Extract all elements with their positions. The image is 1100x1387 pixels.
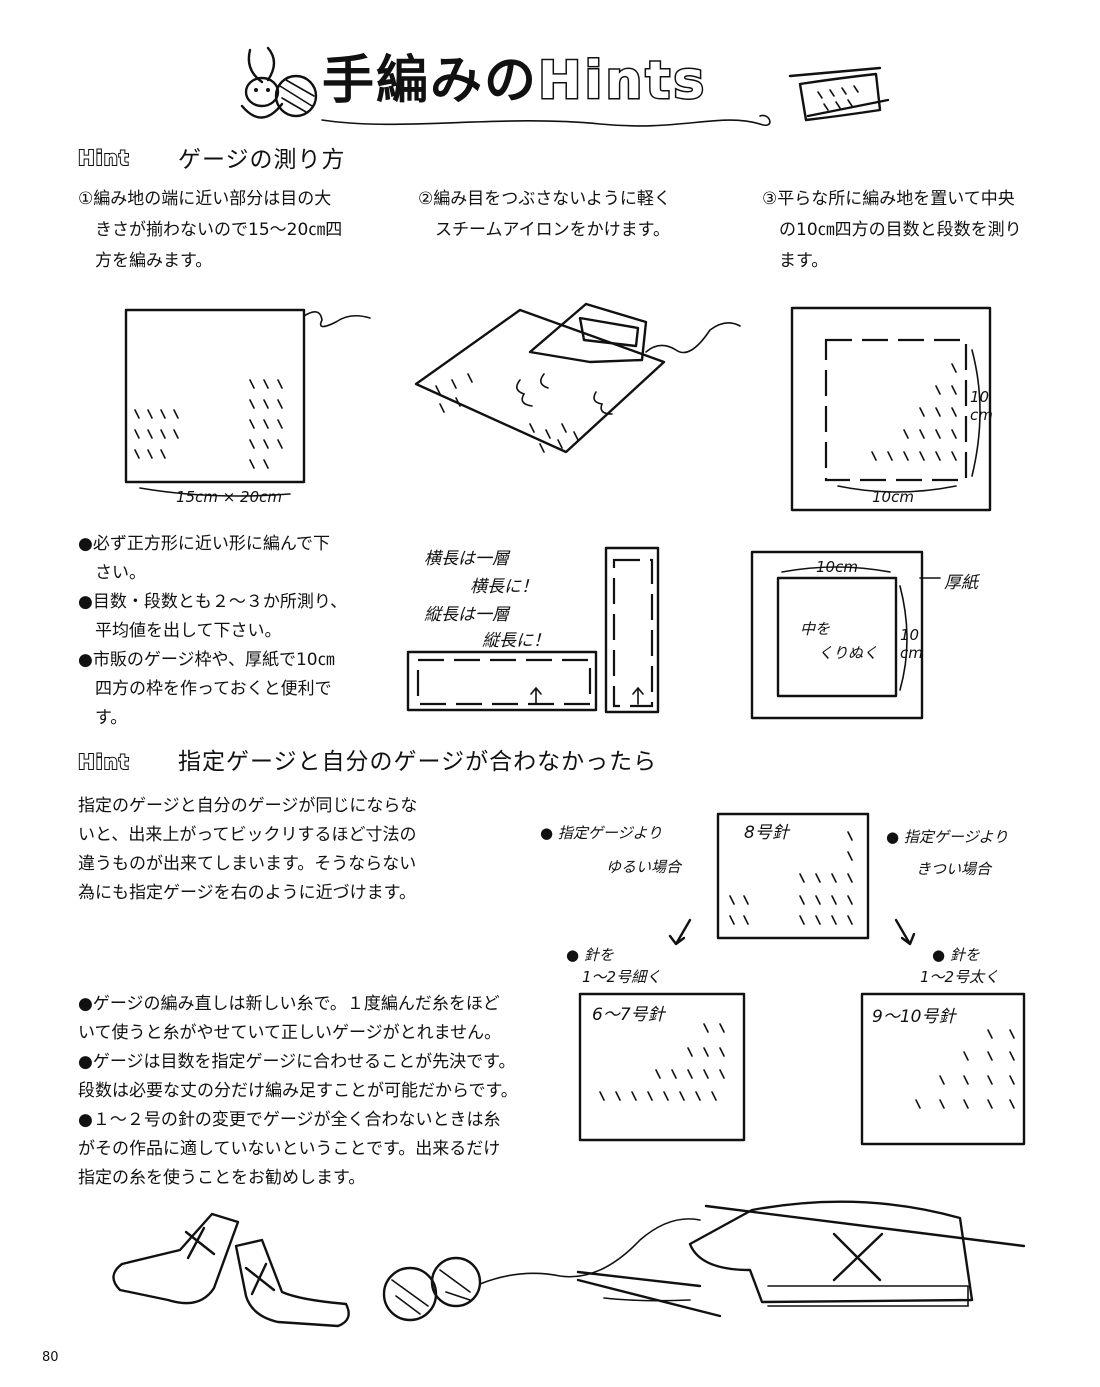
step-2: ②編み目をつぶさないように軽く スチームアイロンをかけます。 — [418, 189, 671, 240]
list-item: す。 — [78, 708, 128, 728]
right-needle-label: 9～10号針 — [872, 1007, 956, 1027]
list-item: 指定の糸を使うことをお勧めします。 — [78, 1168, 366, 1188]
yarn-ball-icon — [274, 74, 318, 118]
page-title: 手編みのHints — [322, 38, 707, 113]
intro-paragraph: 指定のゲージと自分のゲージが同じにならな いと、出来上がってビックリするほど寸法… — [78, 796, 418, 903]
list-item: さい。 — [78, 563, 146, 583]
loose-label-2: ゆるい場合 — [606, 858, 682, 876]
bunny-mascot-icon — [240, 46, 284, 119]
hint-tag: Hint — [77, 749, 130, 775]
thinner-label-2: 1～2号細く — [582, 968, 662, 986]
knitting-swatch-icon — [788, 66, 890, 122]
knitting-sweater-illustration — [576, 1200, 1026, 1318]
tight-label-2: きつい場合 — [916, 860, 992, 878]
loose-label-1: ● 指定ゲージより — [540, 824, 663, 842]
title-english: Hints — [537, 50, 708, 113]
thicker-label-1: ● 針を — [932, 946, 980, 964]
note-tall-2: 縦長に！ — [482, 631, 550, 651]
measure-height-label: 10 cm — [970, 388, 993, 424]
list-item: ●目数・段数とも２～３か所測り、 — [78, 592, 348, 612]
swatch-illustration — [124, 308, 371, 497]
steam-iron-illustration — [414, 302, 741, 454]
stretch-swatches-illustration — [406, 546, 660, 714]
list-item: がその作品に適していないということです。出来るだけ — [78, 1139, 501, 1159]
step-1: ①編み地の端に近い部分は目の大 きさが揃わないので15～20㎝四 方を編みます。 — [78, 189, 343, 271]
frame-width-label: 10cm — [816, 558, 858, 576]
note-tall-1: 縦長は一層 — [424, 605, 509, 625]
step-3: ③平らな所に編み地を置いて中央 の10㎝四方の目数と段数を測り ます。 — [762, 189, 1022, 271]
notes-list: ●ゲージの編み直しは新しい糸で。１度編んだ糸をほど いて使うと糸がやせていて正し… — [78, 990, 568, 1193]
list-item: 四方の枠を作っておくと便利で — [78, 679, 332, 699]
list-item: いて使うと糸がやせていて正しいゲージがとれません。 — [78, 1023, 502, 1043]
note-wide-2: 横長に！ — [470, 577, 538, 597]
list-item: 平均値を出して下さい。 — [78, 621, 282, 641]
tips-list: ●必ず正方形に近い形に編んで下 さい。 ●目数・段数とも２～３か所測り、 平均値… — [78, 530, 378, 733]
center-needle-label: 8号針 — [744, 823, 789, 843]
cut-out-label-1: 中を — [800, 620, 831, 638]
list-item: ●市販のゲージ枠や、厚紙で10㎝ — [78, 650, 335, 670]
note-wide-1: 横長は一層 — [424, 549, 509, 569]
arrow-left-icon — [668, 918, 692, 946]
thicker-label-2: 1～2号太く — [920, 968, 1000, 986]
thinner-label-1: ● 針を — [566, 946, 614, 964]
section-heading: ゲージの測り方 — [178, 147, 346, 173]
swatch-size-label: 15cm × 20cm — [176, 488, 282, 506]
list-item: ●ゲージの編み直しは新しい糸で。１度編んだ糸をほど — [78, 994, 500, 1014]
tight-label-1: ● 指定ゲージより — [886, 828, 1009, 846]
hint-tag: Hint — [77, 145, 130, 171]
list-item: ●必ず正方形に近い形に編んで下 — [78, 534, 330, 554]
title-underline — [321, 114, 771, 127]
measure-illustration — [790, 306, 992, 512]
list-item: 段数は必要な丈の分だけ編み足すことが可能だからです。 — [78, 1081, 518, 1101]
arrow-right-icon — [894, 918, 916, 946]
section-heading: 指定ゲージと自分のゲージが合わなかったら — [178, 749, 658, 775]
cardboard-label: 厚紙 — [944, 573, 978, 593]
page-number: 80 — [42, 1350, 59, 1365]
list-item: ●１～２号の針の変更でゲージが全く合わないときは糸 — [78, 1110, 501, 1130]
cut-out-label-2: くりぬく — [818, 644, 879, 662]
yarn-balls-illustration — [382, 1218, 701, 1322]
socks-illustration — [112, 1212, 350, 1328]
title-japanese: 手編みの — [322, 51, 539, 111]
gauge-adjust-diagram — [578, 812, 1026, 1146]
list-item: ●ゲージは目数を指定ゲージに合わせることが先決です。 — [78, 1052, 516, 1072]
measure-width-label: 10cm — [872, 488, 914, 506]
left-needle-label: 6～7号針 — [592, 1005, 665, 1025]
cardboard-frame-illustration — [750, 550, 941, 720]
frame-height-label: 10 cm — [900, 626, 923, 662]
